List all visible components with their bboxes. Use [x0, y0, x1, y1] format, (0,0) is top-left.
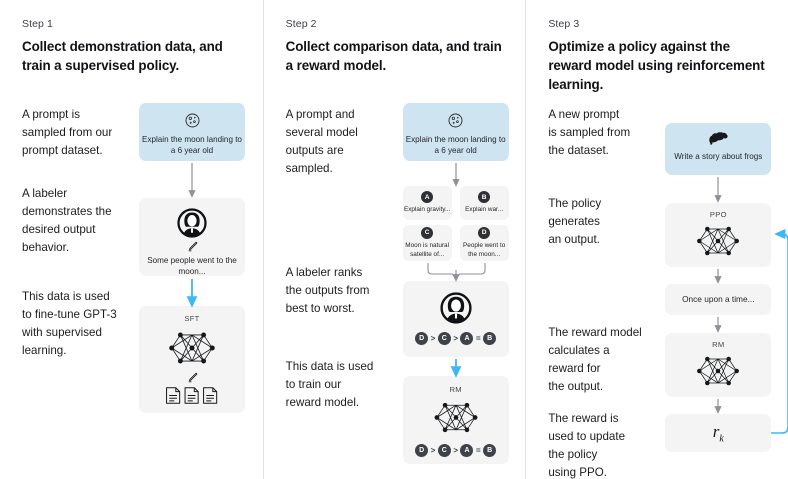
step-3-paragraph-3: The reward model calculates a reward for… — [548, 326, 642, 394]
pencil-icon — [139, 371, 245, 384]
step-2-paragraph-2: A labeler ranks the outputs from best to… — [285, 266, 370, 316]
pencil-icon — [139, 240, 245, 253]
moon-icon — [403, 112, 509, 129]
step-2-rank-card: D > C > A = B — [402, 281, 509, 357]
step-1-title: Collect demonstration data, and train a … — [22, 39, 223, 74]
step-2-output-d: D People went to the moon... — [459, 225, 509, 261]
step-1-prompt-card: Explain the moon landing to a 6 year old — [139, 103, 245, 161]
rm-rank-op-2: > — [453, 446, 458, 455]
step-3-reward-card: rk — [665, 414, 772, 452]
step-3-paragraph-1: A new prompt is sampled from the dataset… — [548, 108, 631, 158]
rm-rank-op-3: = — [475, 446, 481, 455]
step-2-title: Collect comparison data, and train a rew… — [285, 39, 502, 74]
step-2-rm-card: RM D > C — [402, 376, 509, 464]
neural-net-icon — [665, 221, 771, 261]
step-2-rm-caption: RM — [449, 385, 462, 394]
step-2-output-a: A Explain gravity... — [402, 186, 452, 220]
rank-badge-d: D — [415, 332, 429, 345]
step-2-prompt-card: Explain the moon landing to a 6 year old — [402, 103, 509, 161]
step-3-rm-card: RM — [665, 333, 772, 397]
neural-net-icon — [403, 397, 509, 438]
output-badge-b: B — [478, 191, 491, 204]
rm-rank-badge-a: A — [460, 444, 474, 457]
output-text-d: People went to the moon... — [463, 241, 506, 258]
step-2-rm-ranking-row: D > C > A = B — [403, 444, 509, 457]
output-badge-c: C — [421, 226, 434, 239]
step-3-rm-caption: RM — [712, 340, 725, 349]
step-1-paragraph-3: This data is used to fine-tune GPT-3 wit… — [22, 290, 117, 358]
reward-symbol: rk — [713, 422, 724, 444]
step-2-prompt-text: Explain the moon landing to a 6 year old — [405, 135, 506, 156]
labeler-icon — [403, 292, 509, 324]
frog-icon — [665, 130, 771, 146]
rank-badge-a: A — [460, 332, 474, 345]
step-3-output-card: Once upon a time... — [665, 284, 772, 315]
step-3-prompt-text: Write a story about frogs — [674, 152, 763, 161]
step-1-demo-text: Some people went to the moon... — [147, 256, 237, 277]
step-1-prompt-text: Explain the moon landing to a 6 year old — [142, 135, 242, 156]
step-3-output-text: Once upon a time... — [682, 293, 755, 304]
step-1-demo-card: Some people went to the moon... — [139, 198, 245, 276]
reward-symbol-base: r — [712, 421, 720, 441]
rm-rank-op-1: > — [430, 446, 436, 455]
moon-icon — [139, 112, 245, 129]
step-2-paragraph-3: This data is used to train our reward mo… — [285, 360, 374, 410]
step-2-ranking-row: D > C > A = B — [403, 332, 509, 345]
rm-rank-badge-b: B — [483, 444, 497, 457]
output-badge-a: A — [421, 191, 434, 204]
output-text-a: Explain gravity... — [403, 206, 451, 214]
step-3-paragraph-4: The reward is used to update the policy … — [548, 412, 626, 479]
output-text-b: Explain war... — [465, 206, 504, 214]
step-1-label: Step 1 — [22, 18, 53, 30]
step-3-ppo-card: PPO — [665, 203, 772, 267]
step-3-paragraph-2: The policy generates an output. — [548, 197, 602, 247]
step-2-output-c: C Moon is natural satellite of... — [402, 225, 452, 261]
step-3-ppo-caption: PPO — [709, 210, 727, 219]
step-1-sft-card: SFT — [139, 306, 245, 413]
documents-icon — [139, 386, 245, 405]
rank-op-1: > — [430, 334, 436, 343]
output-text-c: Moon is natural satellite of... — [405, 241, 449, 258]
step-3-title: Optimize a policy against the reward mod… — [548, 39, 765, 93]
step-3-column: Step 3 Optimize a policy against the rew… — [525, 0, 788, 479]
labeler-icon — [139, 208, 245, 238]
rm-rank-badge-c: C — [437, 444, 451, 457]
neural-net-icon — [665, 351, 771, 391]
rm-rank-badge-d: D — [415, 444, 429, 457]
neural-net-icon — [139, 326, 245, 370]
output-badge-d: D — [478, 226, 491, 239]
step-1-paragraph-2: A labeler demonstrates the desired outpu… — [22, 187, 112, 255]
step-3-prompt-card: Write a story about frogs — [665, 123, 772, 175]
step-2-label: Step 2 — [285, 18, 317, 30]
step-2-output-b: B Explain war... — [459, 186, 509, 220]
rank-op-3: = — [475, 334, 481, 343]
step-3-label: Step 3 — [548, 18, 580, 30]
step-2-paragraph-1: A prompt and several model outputs are s… — [285, 108, 358, 176]
step-1-column: Step 1 Collect demonstration data, and t… — [0, 0, 263, 479]
reward-symbol-subscript: k — [719, 433, 724, 445]
rank-badge-c: C — [437, 332, 451, 345]
rank-badge-b: B — [483, 332, 497, 345]
step-1-paragraph-1: A prompt is sampled from our prompt data… — [22, 108, 113, 158]
step-1-sft-caption: SFT — [184, 314, 200, 323]
rank-op-2: > — [453, 334, 458, 343]
step-2-column: Step 2 Collect comparison data, and trai… — [262, 0, 526, 479]
